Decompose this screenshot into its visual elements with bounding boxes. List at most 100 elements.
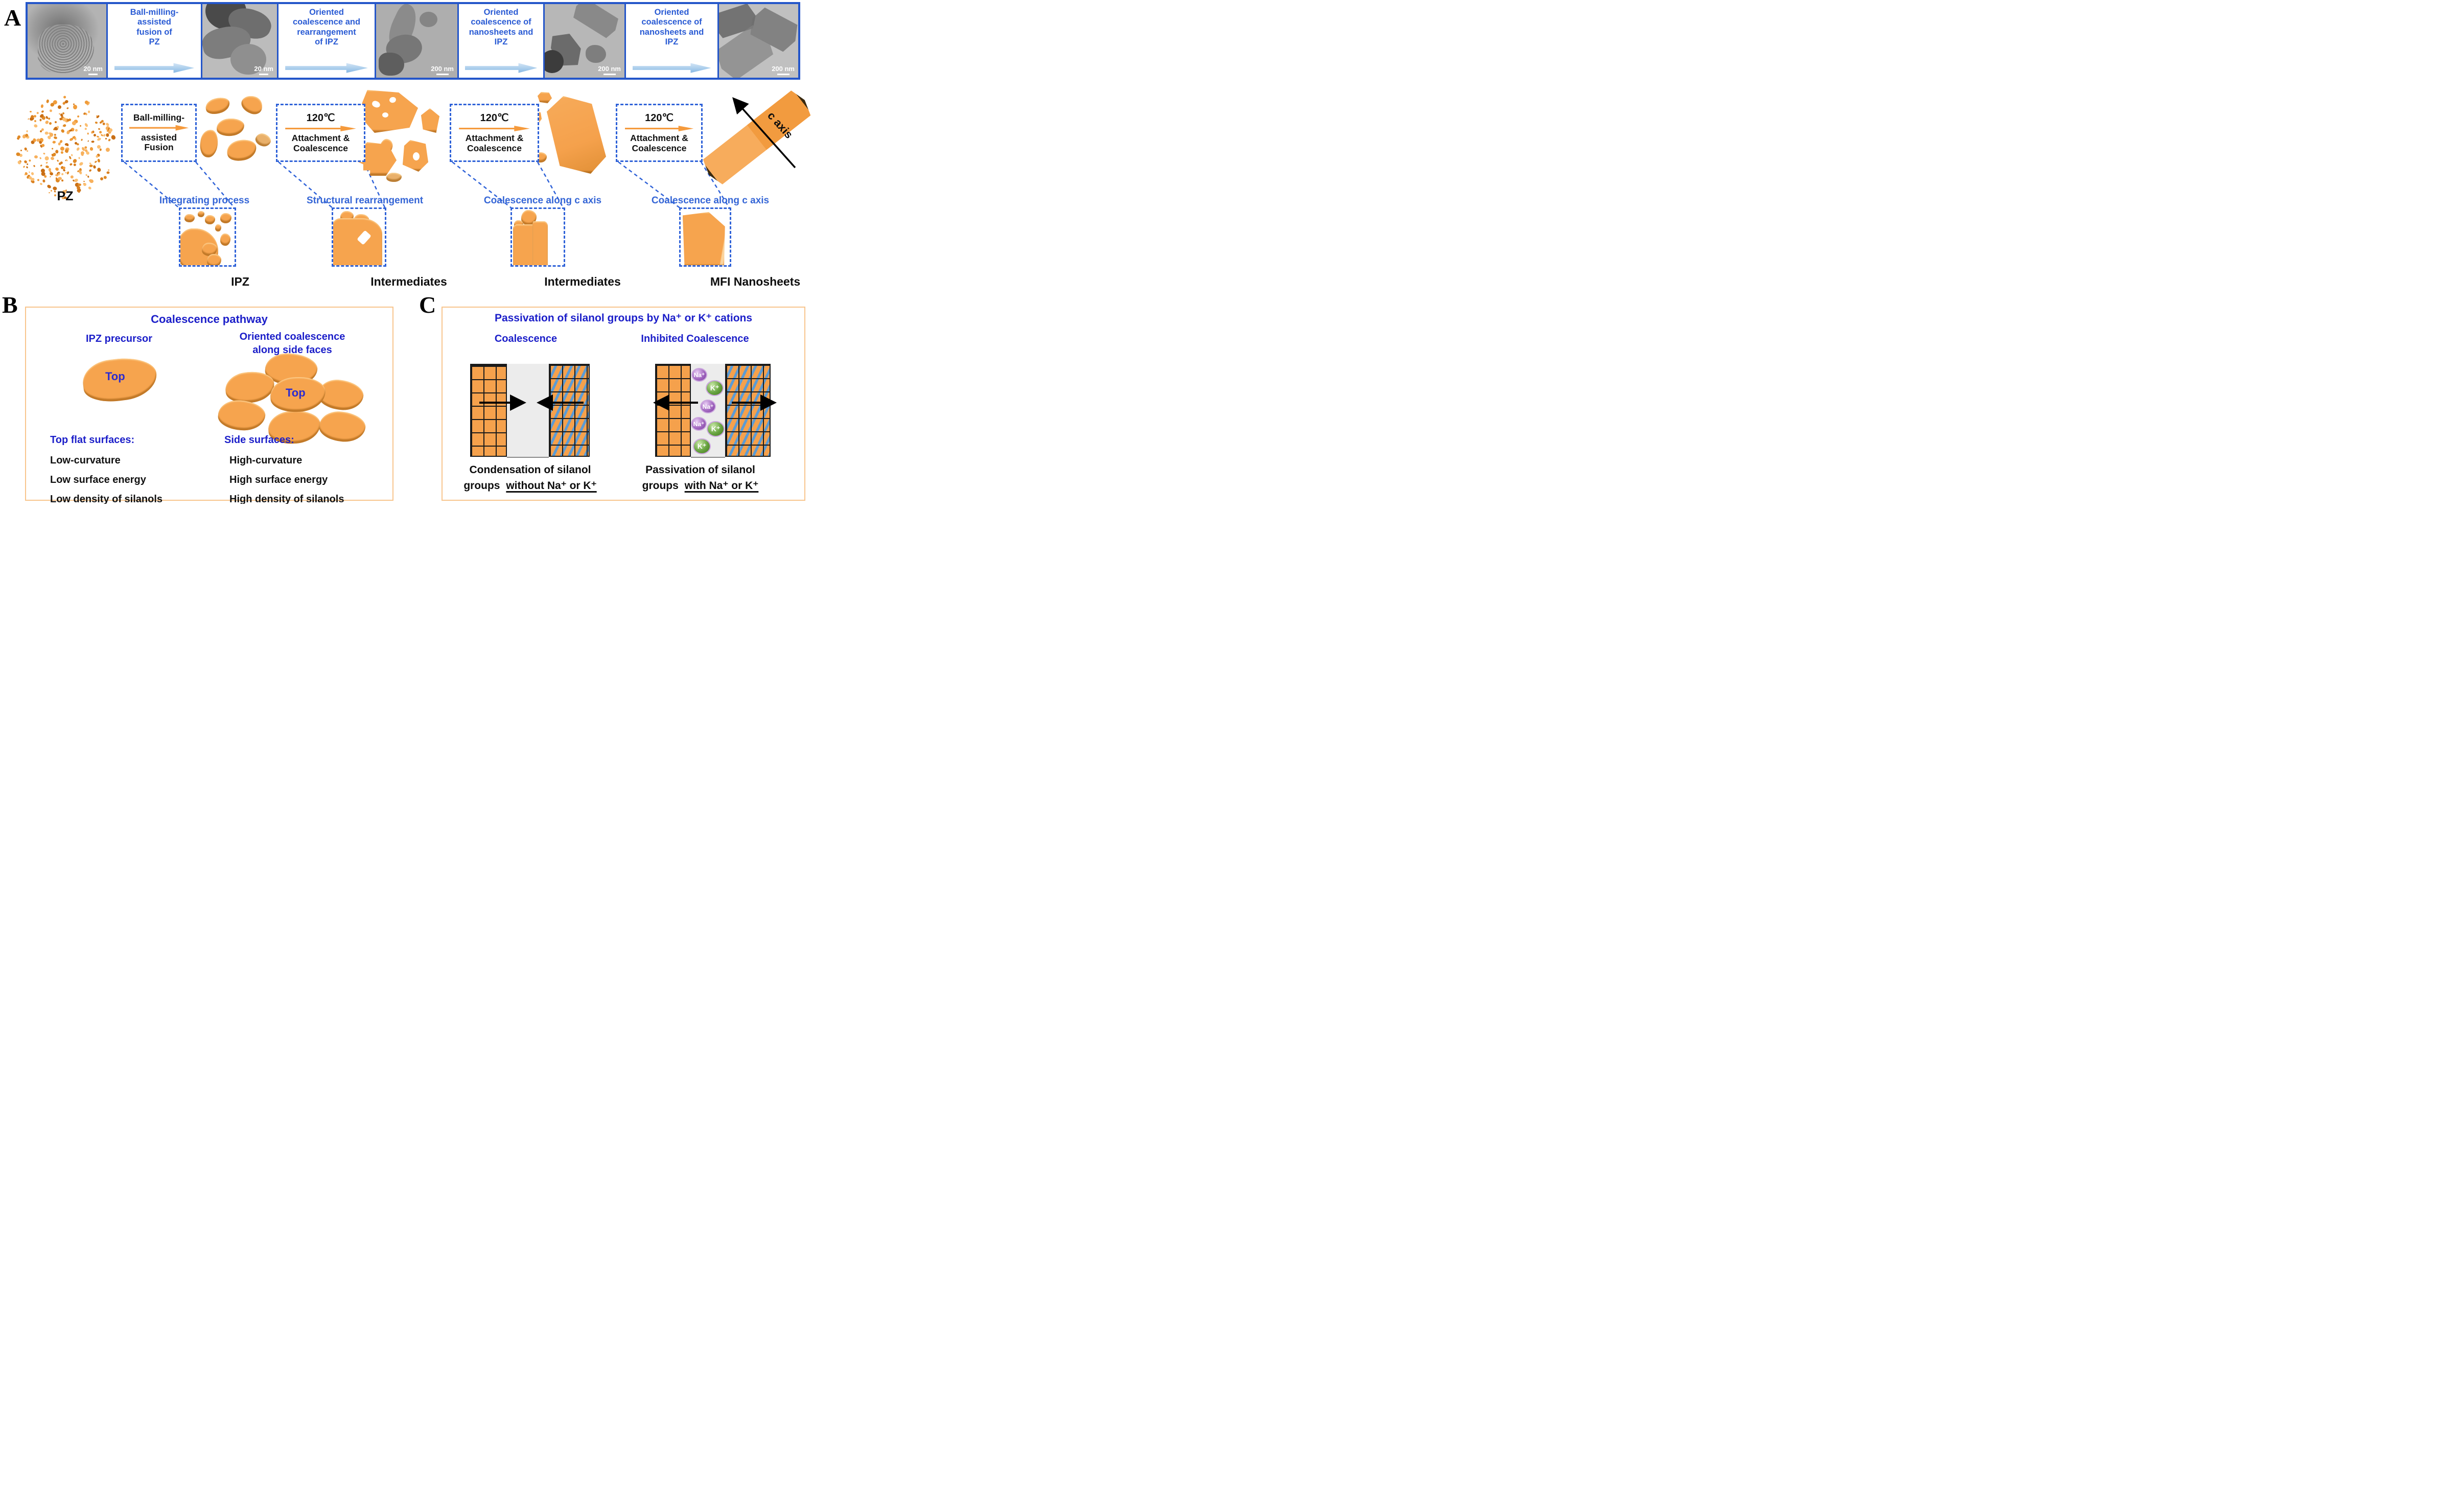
step-label-4: Oriented coalescence of nanosheets and I… <box>624 4 719 78</box>
oriented-coalescence-heading: Oriented coalescence along side faces <box>239 331 345 356</box>
panel-c-label: C <box>419 292 436 318</box>
zoom-title-3: Coalescence along c axis <box>483 195 602 206</box>
action-bottom-text: assisted Fusion <box>141 132 177 153</box>
step-label-2: Oriented coalescence and rearrangement o… <box>277 4 376 78</box>
caption-line1: Condensation of silanol <box>469 464 591 476</box>
panel-c: Passivation of silanol groups by Na⁺ or … <box>442 307 805 501</box>
action-box-120c-3: 120℃ Attachment & Coalescence <box>616 104 703 162</box>
hexagon-plate-shapes <box>531 92 609 178</box>
list-item: High-curvature <box>229 455 303 466</box>
figure-canvas: A 20 nm Ball-milling- assisted fusion of… <box>0 0 812 504</box>
action-top-text: Ball-milling- <box>133 112 185 123</box>
caption-line2-underlined: without Na⁺ or K⁺ <box>506 480 597 492</box>
orange-arrow-icon <box>624 126 694 132</box>
condensation-caption: Condensation of silanol groups without N… <box>452 464 608 492</box>
zoom-box-rearrangement <box>332 207 386 267</box>
tem-image-pz: 20 nm <box>28 4 106 78</box>
panel-b-label: B <box>2 292 18 318</box>
intermediates-shapes <box>358 90 446 182</box>
action-top-text: 120℃ <box>645 112 674 124</box>
list-item: Low surface energy <box>50 474 146 485</box>
step-text: Oriented coalescence and rearrangement o… <box>292 8 361 47</box>
coalescence-subtitle: Coalescence <box>494 333 558 344</box>
panel-b-title: Coalescence pathway <box>151 313 268 325</box>
pz-particle-cloud <box>13 94 118 202</box>
tem-image-nanosheets: 200 nm <box>719 4 798 78</box>
list-item: High density of silanols <box>229 494 344 504</box>
step-text: Oriented coalescence of nanosheets and I… <box>639 8 704 47</box>
scale-text: 200 nm <box>431 65 454 73</box>
scale-text: 20 nm <box>254 65 273 73</box>
mfi-nanosheet-shape: c axis <box>704 87 812 189</box>
caption-line2-prefix: groups <box>642 480 679 492</box>
silica-block-plain <box>470 364 507 457</box>
list-item: Low density of silanols <box>50 494 163 504</box>
caption-line1: Passivation of silanol <box>645 464 755 476</box>
top-face-label: Top <box>286 386 306 399</box>
list-item: Low-curvature <box>50 455 121 466</box>
scale-bar: 20 nm <box>83 65 103 75</box>
k-cation: K⁺ <box>707 421 725 437</box>
zoom-title-2: Structural rearrangement <box>306 195 424 206</box>
ipz-particles <box>198 93 273 172</box>
action-bottom-text: Attachment & Coalescence <box>465 133 524 153</box>
orange-arrow-icon <box>285 126 356 132</box>
action-top-text: 120℃ <box>306 112 335 124</box>
scale-bar: 20 nm <box>254 65 273 75</box>
action-top-text: 120℃ <box>480 112 509 124</box>
dashed-connectors <box>124 161 731 210</box>
scale-text: 20 nm <box>83 65 103 73</box>
step-label-3: Oriented coalescence of nanosheets and I… <box>457 4 545 78</box>
coalesced-cluster-shape: Top <box>217 352 377 448</box>
panel-c-title: Passivation of silanol groups by Na⁺ or … <box>494 312 753 324</box>
na-cation: Na⁺ <box>700 400 716 413</box>
k-cation: K⁺ <box>693 438 711 454</box>
step-text: Ball-milling- assisted fusion of PZ <box>130 8 179 47</box>
c-axis-arrow-icon <box>732 97 796 169</box>
inhibited-coalescence-subtitle: Inhibited Coalescence <box>641 333 749 344</box>
action-bottom-text: Attachment & Coalescence <box>291 133 350 153</box>
caption-line2-prefix: groups <box>463 480 500 492</box>
zoom-title-4: Coalescence along c axis <box>651 195 770 206</box>
scale-bar: 200 nm <box>431 65 454 75</box>
ipz-precursor-heading: IPZ precursor <box>85 333 153 344</box>
zoom-box-integrating <box>179 207 236 267</box>
caption-line2-underlined: with Na⁺ or K⁺ <box>684 480 759 492</box>
gap-empty <box>507 364 549 458</box>
silica-block-striped <box>549 364 590 457</box>
panel-a-label: A <box>4 5 21 31</box>
action-box-120c-2: 120℃ Attachment & Coalescence <box>450 104 539 162</box>
list-item: High surface energy <box>229 474 328 485</box>
step-text: Oriented coalescence of nanosheets and I… <box>469 8 533 47</box>
na-cation: Na⁺ <box>691 417 707 431</box>
na-cation: Na⁺ <box>691 368 707 382</box>
product-label-intermediates-2: Intermediates <box>544 275 621 288</box>
scale-text: 200 nm <box>598 65 621 73</box>
orange-arrow-icon <box>129 125 189 131</box>
top-face-label: Top <box>105 370 125 383</box>
scale-text: 200 nm <box>772 65 795 73</box>
tem-image-ipz: 20 nm <box>202 4 277 78</box>
product-label-ipz: IPZ <box>231 275 249 288</box>
tem-strip: 20 nm Ball-milling- assisted fusion of P… <box>26 2 800 80</box>
action-bottom-text: Attachment & Coalescence <box>630 133 688 153</box>
scale-bar: 200 nm <box>772 65 795 75</box>
side-surfaces-heading: Side surfaces: <box>224 434 294 446</box>
ipz-precursor-shape: Top <box>80 354 159 407</box>
product-label-mfi: MFI Nanosheets <box>710 275 801 288</box>
scale-bar: 200 nm <box>598 65 621 75</box>
top-surfaces-heading: Top flat surfaces: <box>50 434 135 446</box>
action-box-ball-milling: Ball-milling- assisted Fusion <box>121 104 197 162</box>
pz-label: PZ <box>57 189 74 203</box>
tem-image-intermediates-2: 200 nm <box>545 4 624 78</box>
passivation-caption: Passivation of silanol groups with Na⁺ o… <box>622 464 778 492</box>
k-cation: K⁺ <box>706 380 724 396</box>
zoom-title-1: Integrating process <box>159 195 250 206</box>
orange-arrow-icon <box>459 126 530 132</box>
diverging-arrows-icon <box>653 394 777 411</box>
product-label-intermediates-1: Intermediates <box>370 275 447 288</box>
zoom-box-coalescence-2 <box>679 207 731 267</box>
panel-b: Coalescence pathway IPZ precursor Orient… <box>25 307 393 504</box>
step-label-1: Ball-milling- assisted fusion of PZ <box>106 4 202 78</box>
action-box-120c-1: 120℃ Attachment & Coalescence <box>276 104 365 162</box>
